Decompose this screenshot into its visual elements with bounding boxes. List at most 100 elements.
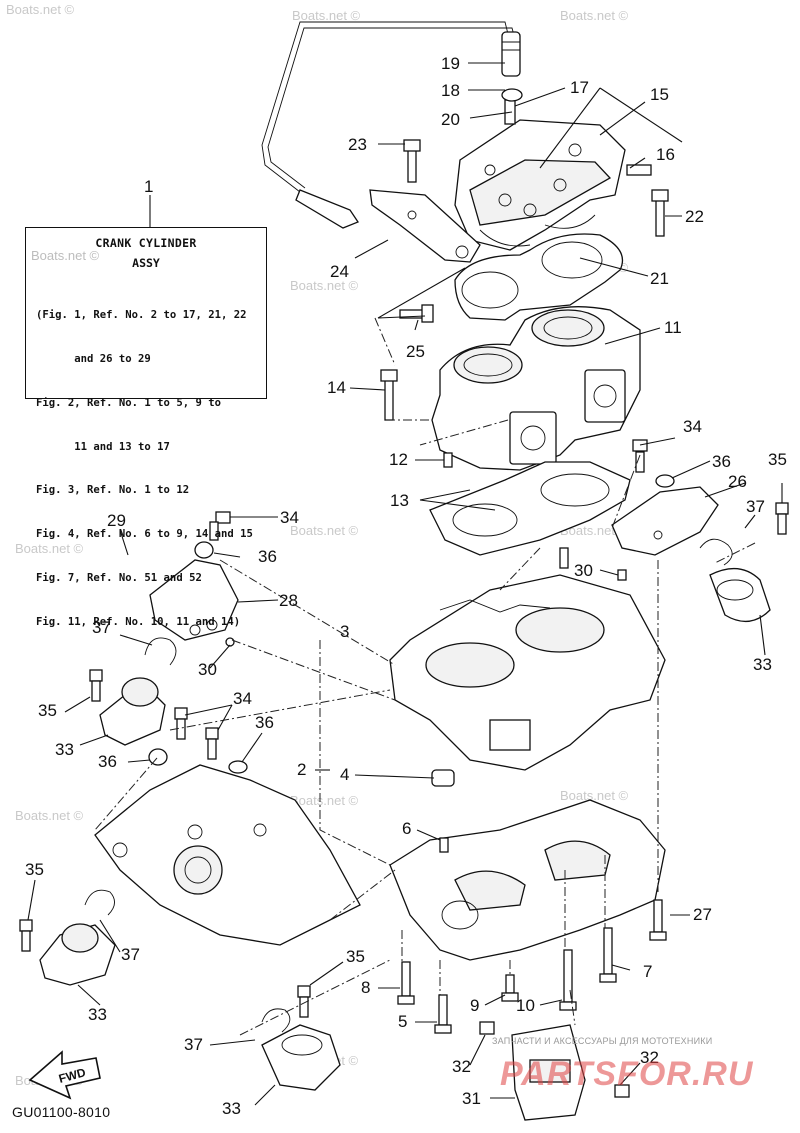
head-gasket (454, 233, 624, 321)
callout-34: 34 (280, 508, 299, 527)
callout-1: 1 (144, 177, 153, 196)
callout-31: 31 (462, 1089, 481, 1108)
callout-18: 18 (441, 81, 460, 100)
info-box-reference-list: (Fig. 1, Ref. No. 2 to 17, 21, 22 and 26… (36, 279, 253, 658)
fwd-arrow-icon: FWD (28, 1050, 101, 1100)
callout-35: 35 (346, 947, 365, 966)
callout-2: 2 (297, 760, 306, 779)
intake-manifold (611, 486, 719, 556)
watermark-text: Boats.net © (290, 793, 359, 808)
callout-21: 21 (650, 269, 669, 288)
callout-37: 37 (184, 1035, 203, 1054)
callout-14: 14 (327, 378, 346, 397)
watermark-text: Boats.net © (560, 788, 629, 803)
watermark-text: Boats.net © (292, 8, 361, 23)
callout-33: 33 (55, 740, 74, 759)
watermark-text: Boats.net © (290, 523, 359, 538)
bracket (369, 189, 481, 263)
info-box-line: Fig. 4, Ref. No. 6 to 9, 14 and 15 (36, 528, 253, 541)
callout-19: 19 (441, 54, 460, 73)
callout-36: 36 (258, 547, 277, 566)
water-hose (261, 21, 521, 229)
callout-15: 15 (650, 85, 669, 104)
info-box-line: Fig. 11, Ref. No. 10, 11 and 14) (36, 615, 241, 628)
callout-32: 32 (640, 1048, 659, 1067)
callout-13: 13 (390, 491, 409, 510)
info-box-line: and 26 to 29 (36, 352, 151, 365)
callout-36: 36 (255, 713, 274, 732)
callout-37: 37 (746, 497, 765, 516)
callout-33: 33 (88, 1005, 107, 1024)
engine-bracket (149, 559, 239, 641)
callout-28: 28 (279, 591, 298, 610)
hose-clips (84, 538, 733, 1033)
callout-33: 33 (753, 655, 772, 674)
callout-37: 37 (92, 618, 111, 637)
callout-11: 11 (664, 318, 682, 337)
callout-4: 4 (340, 765, 349, 784)
gear-case (94, 764, 361, 946)
callout-7: 7 (643, 962, 652, 981)
watermark-text: Boats.net © (15, 808, 84, 823)
callout-6: 6 (402, 819, 411, 838)
info-box-line: Fig. 7, Ref. No. 51 and 52 (36, 571, 202, 584)
catalog-code: GU01100-8010 (12, 1104, 111, 1120)
callout-35: 35 (25, 860, 44, 879)
callout-9: 9 (470, 996, 479, 1015)
callout-24: 24 (330, 262, 349, 281)
callout-29: 29 (107, 511, 126, 530)
leader-lines (27, 62, 783, 1106)
watermark-text: Boats.net © (6, 2, 75, 17)
callout-35: 35 (768, 450, 787, 469)
bushing (431, 769, 455, 787)
assembly-info-box: Boats.net © CRANK CYLINDER ASSY (Fig. 1,… (25, 227, 267, 628)
store-watermark-text: ЗАПЧАСТИ И АКСЕССУАРЫ ДЛЯ МОТОТЕХНИКИ (492, 1036, 713, 1046)
cylinder-head (454, 119, 626, 251)
callout-16: 16 (656, 145, 675, 164)
fwd-label: FWD (57, 1065, 87, 1086)
watermark-text: Boats.net © (15, 541, 84, 556)
callout-8: 8 (361, 978, 370, 997)
callout-labels: 1 2 3 4 5 6 7 8 9 10 11 12 13 14 15 16 1… (25, 54, 787, 1118)
callout-3: 3 (340, 622, 349, 641)
callout-30: 30 (574, 561, 593, 580)
callout-20: 20 (441, 110, 460, 129)
assembly-lines (94, 317, 756, 1036)
store-logo: PARTSFOR.RU (500, 1055, 754, 1093)
callout-17: 17 (570, 78, 589, 97)
engine-mounts (39, 568, 771, 1091)
info-box-subtitle: ASSY (132, 256, 160, 270)
callout-32: 32 (452, 1057, 471, 1076)
info-box-line: 11 and 13 to 17 (36, 440, 170, 453)
callout-30: 30 (198, 660, 217, 679)
info-box-title: CRANK CYLINDER (95, 236, 197, 250)
callout-34: 34 (683, 417, 702, 436)
info-box-line: Fig. 2, Ref. No. 1 to 5, 9 to (36, 396, 221, 409)
callout-34: 34 (233, 689, 252, 708)
callout-35: 35 (38, 701, 57, 720)
upper-crankcase (389, 574, 666, 771)
info-box-line: Fig. 3, Ref. No. 1 to 12 (36, 484, 190, 497)
callout-5: 5 (398, 1012, 407, 1031)
cylinder-block (431, 306, 641, 471)
lower-crankcase (389, 799, 666, 961)
callout-23: 23 (348, 135, 367, 154)
callout-33: 33 (222, 1099, 241, 1118)
watermark-text: Boats.net © (31, 248, 100, 263)
info-box-line: (Fig. 1, Ref. No. 2 to 17, 21, 22 (36, 309, 247, 322)
watermark-text: Boats.net © (560, 8, 629, 23)
callout-37: 37 (121, 945, 140, 964)
callout-22: 22 (685, 207, 704, 226)
watermarks: Boats.net © Boats.net © Boats.net © Boat… (6, 2, 629, 1088)
watermark-text: Boats.net © (560, 523, 629, 538)
callout-27: 27 (693, 905, 712, 924)
callout-10: 10 (516, 996, 535, 1015)
callout-25: 25 (406, 342, 425, 361)
watermark-text: Boats.net © (290, 278, 359, 293)
callout-26: 26 (728, 472, 747, 491)
base-gasket (429, 461, 631, 556)
callout-36: 36 (712, 452, 731, 471)
callout-36: 36 (98, 752, 117, 771)
collar-plate (511, 1024, 586, 1121)
